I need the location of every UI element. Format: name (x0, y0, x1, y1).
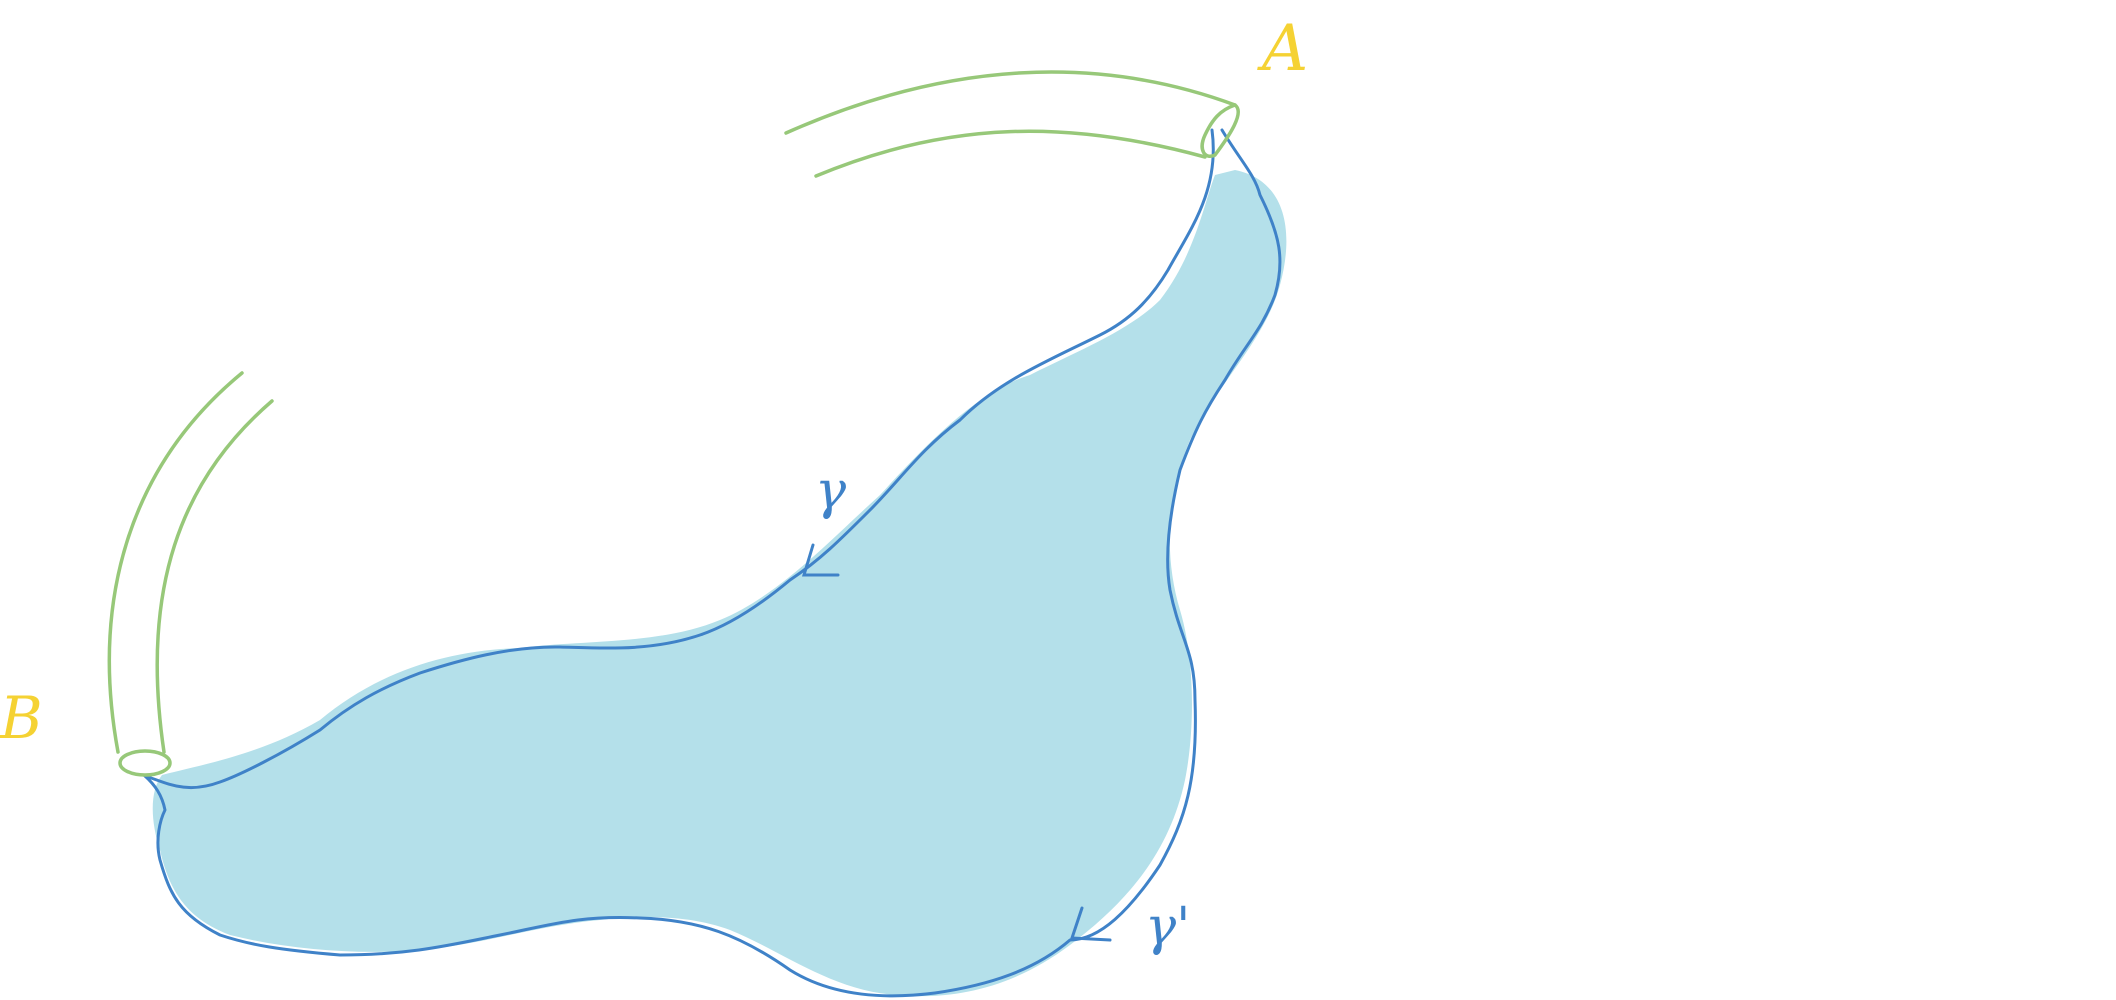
arc-near-b-outer (107, 371, 244, 754)
point-a-label: A (1257, 12, 1308, 86)
shaded-region (152, 170, 1287, 997)
endpoint-a-marker (1200, 103, 1240, 158)
arc-near-a-inner (814, 129, 1207, 178)
gamma-arrowhead (801, 543, 840, 577)
gamma-prime-label: γ' (1145, 897, 1190, 957)
gamma-label: γ (815, 461, 847, 521)
arc-near-b-inner (155, 399, 274, 754)
endpoint-b-marker (118, 749, 172, 777)
gamma-prime-path (143, 128, 1282, 998)
gamma-prime-arrowhead (1069, 906, 1112, 942)
gamma-path (143, 128, 1215, 790)
point-b-label: B (0, 684, 43, 752)
arc-near-a-outer (784, 70, 1237, 135)
